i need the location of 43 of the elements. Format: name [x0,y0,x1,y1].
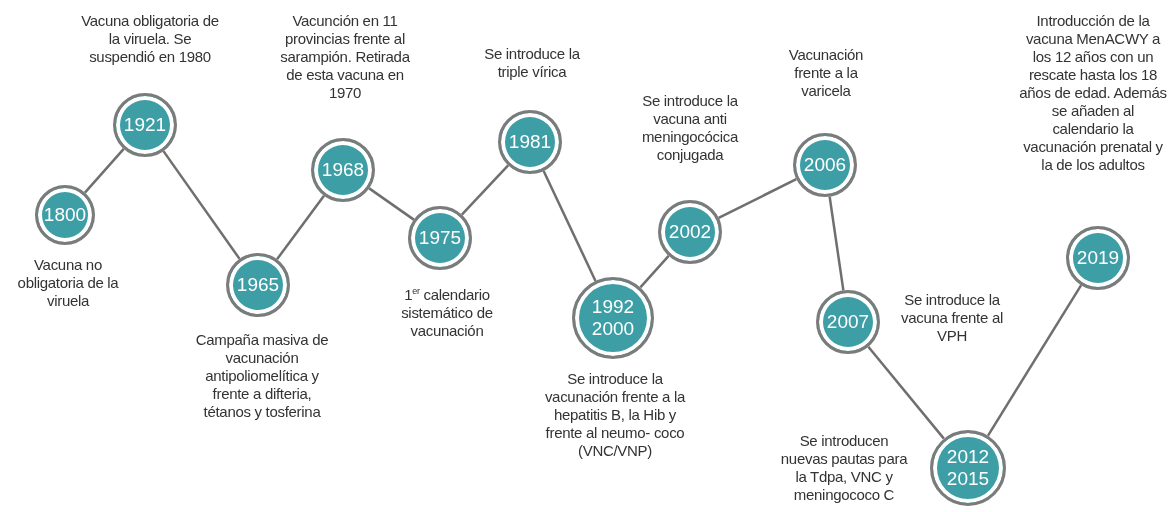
year-text: 1975 [417,227,463,249]
event-description: Vacunación frente a la varicela [787,46,865,100]
year-circle [113,93,177,157]
event-description: Introducción de la vacuna MenACWY a los 12 años con un rescate hasta los 18 años de edad. Además se añaden al calendario la vacunación prenatal y la de los adultos [1018,12,1168,174]
year-text: 1981 [507,131,553,153]
year-text: 1992 2000 [590,296,636,340]
connector-line [718,178,797,219]
connector-line [986,284,1083,437]
connector-line [639,255,670,289]
year-text: 1921 [122,114,168,136]
year-circle [658,200,722,264]
year-text: 2012 2015 [945,446,991,490]
year-text: 2019 [1075,247,1121,269]
connector-line [276,195,325,260]
year-text: 2007 [825,311,871,333]
event-description: Vacunción en 11 provincias frente al sarampión. Retirada de esta vacuna en 1970 [279,12,411,102]
connector-line [368,187,415,221]
connector-line [162,150,241,260]
year-text: 1965 [235,274,281,296]
connector-line [542,170,597,282]
year-text: 2002 [667,221,713,243]
event-description: Se introduce la triple vírica [483,45,581,81]
event-description: Se introduce la vacuna anti meningocócica conjugada [640,92,740,164]
year-text: 1968 [320,159,366,181]
event-description: Se introducen nuevas pautas para la Tdpa, VNC y meningococo C [779,432,909,504]
connector-line [84,148,125,194]
year-circle [408,206,472,270]
connector-line [828,196,845,291]
event-description: Vacuna no obligatoria de la viruela [16,256,120,310]
year-circle [816,290,880,354]
year-circle [35,185,95,245]
year-circle [793,133,857,197]
year-circle [1066,226,1130,290]
event-description: Se introduce la vacunación frente a la hepatitis B, la Hib y frente al neumo- coco (VNC/VNP) [543,370,687,460]
year-text: 2006 [802,154,848,176]
year-text: 1800 [42,204,88,226]
year-circle [311,138,375,202]
event-description: Campaña masiva de vacunación antipoliomelítica y frente a difteria, tétanos y tosferina [194,331,330,421]
connector-line [460,164,510,216]
event-description: Vacuna obligatoria de la viruela. Se suspendió en 1980 [80,12,220,66]
event-description: 1$^{er}$ calendario sistemático de vacunación [400,286,494,340]
connector-line [867,345,945,440]
event-description: Se introduce la vacuna frente al VPH [900,291,1004,345]
